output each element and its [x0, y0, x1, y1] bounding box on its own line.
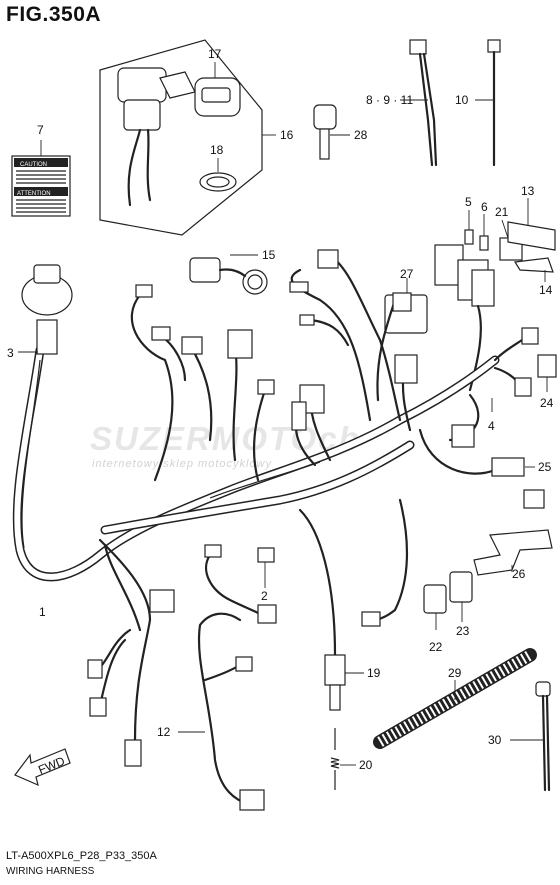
- connector-cap-body: [257, 547, 275, 563]
- connector-branch-a: [135, 284, 153, 298]
- clamp-head: [535, 681, 551, 697]
- callout-17: 17: [208, 47, 222, 61]
- callout-23: 23: [456, 624, 470, 638]
- connector-sub-12: [239, 789, 265, 811]
- connector-25: [491, 457, 525, 477]
- cable-tie-head: [409, 39, 427, 55]
- decal-caution-text: CAUTION: [20, 162, 47, 168]
- figure-subtitle: WIRING HARNESS: [6, 866, 95, 877]
- callout-12: 12: [157, 725, 171, 739]
- connector-25-socket: [523, 489, 545, 509]
- connector-right-top: [521, 327, 539, 345]
- connector-22: [423, 584, 447, 614]
- bracket-26: [473, 529, 553, 576]
- connector-cap-2: [257, 547, 275, 588]
- callout-14: 14: [539, 283, 553, 297]
- callout-27: 27: [400, 267, 414, 281]
- ignition-switch-cable: [127, 128, 142, 207]
- connector-lower-right: [361, 611, 381, 627]
- callout-25: 25: [538, 460, 552, 474]
- fuse-5: [464, 229, 474, 245]
- bracket-14: [513, 257, 554, 273]
- clamp-tie-30: [510, 681, 551, 792]
- sub-harness: [87, 538, 277, 811]
- caution-decal: [11, 140, 71, 217]
- callout-3: 3: [7, 346, 14, 360]
- callout-13: 13: [521, 184, 535, 198]
- callout-30: 30: [488, 733, 502, 747]
- relay-bracket-13: [507, 221, 556, 251]
- connector-24: [537, 354, 557, 378]
- spare-key: [313, 104, 350, 160]
- callouts: 1 2 3 4 5 6 7 8 · 9 · 11 10 12 13 14 15 …: [7, 47, 554, 772]
- power-socket-15: [189, 254, 268, 295]
- callout-15: 15: [262, 248, 276, 262]
- power-socket-body: [189, 257, 221, 283]
- spare-key-head: [313, 104, 337, 130]
- lower-right-wire: [361, 498, 409, 627]
- main-connector-boot: [36, 319, 58, 355]
- relay-fuse-group: [434, 198, 556, 392]
- sensor-body: [324, 654, 346, 686]
- callout-16: 16: [280, 128, 294, 142]
- cable-ties: [400, 39, 501, 167]
- ignition-switch-body: [117, 67, 167, 103]
- callout-26: 26: [512, 567, 526, 581]
- callout-2: 2: [261, 589, 268, 603]
- callout-24: 24: [540, 396, 554, 410]
- fwd-label: FWD: [36, 754, 67, 777]
- connectors-22-23: [423, 571, 473, 630]
- fwd-arrow-shape: [14, 748, 71, 787]
- callout-20: 20: [359, 758, 373, 772]
- callout-22: 22: [429, 640, 443, 654]
- spring-20: [330, 757, 340, 769]
- connector-lower-b: [124, 739, 142, 767]
- watermark-tagline: internetowy sklep motocyklowy: [92, 458, 273, 470]
- figure-title: FIG.350A: [6, 3, 102, 26]
- fuse-6: [479, 235, 489, 251]
- figure-code: LT-A500XPL6_P28_P33_350A: [6, 850, 157, 862]
- corrugated-tube-29: [373, 648, 537, 749]
- connector-23: [449, 571, 473, 603]
- ignition-group-outline: [99, 39, 263, 236]
- watermark: SUZERMOTOcb internetowy sklep motocyklow…: [90, 420, 510, 480]
- decal-attention-text: ATTENTION: [17, 191, 51, 197]
- connector-lower-a: [149, 589, 175, 613]
- callout-4: 4: [488, 419, 495, 433]
- spare-key-blade: [319, 128, 330, 160]
- callout-29: 29: [448, 666, 462, 680]
- watermark-brand: SUZERMOTOcb: [90, 420, 361, 457]
- callout-5: 5: [465, 195, 472, 209]
- callout-7: 7: [37, 123, 44, 137]
- callout-21: 21: [495, 205, 509, 219]
- callout-1: 1: [39, 605, 46, 619]
- callout-18: 18: [210, 143, 224, 157]
- cable-tie-small-head: [487, 39, 501, 53]
- callout-19: 19: [367, 666, 381, 680]
- sensor-19: [298, 508, 364, 790]
- callout-28: 28: [354, 128, 368, 142]
- callout-8-9-11: 8 · 9 · 11: [366, 93, 413, 107]
- right-branches: [418, 327, 557, 509]
- connector-4: [451, 424, 475, 448]
- callout-6: 6: [481, 200, 488, 214]
- ignition-switch-group: [99, 39, 276, 236]
- callout-10: 10: [455, 93, 469, 107]
- harness-branches: [130, 249, 418, 482]
- fwd-arrow: FWD: [14, 748, 71, 787]
